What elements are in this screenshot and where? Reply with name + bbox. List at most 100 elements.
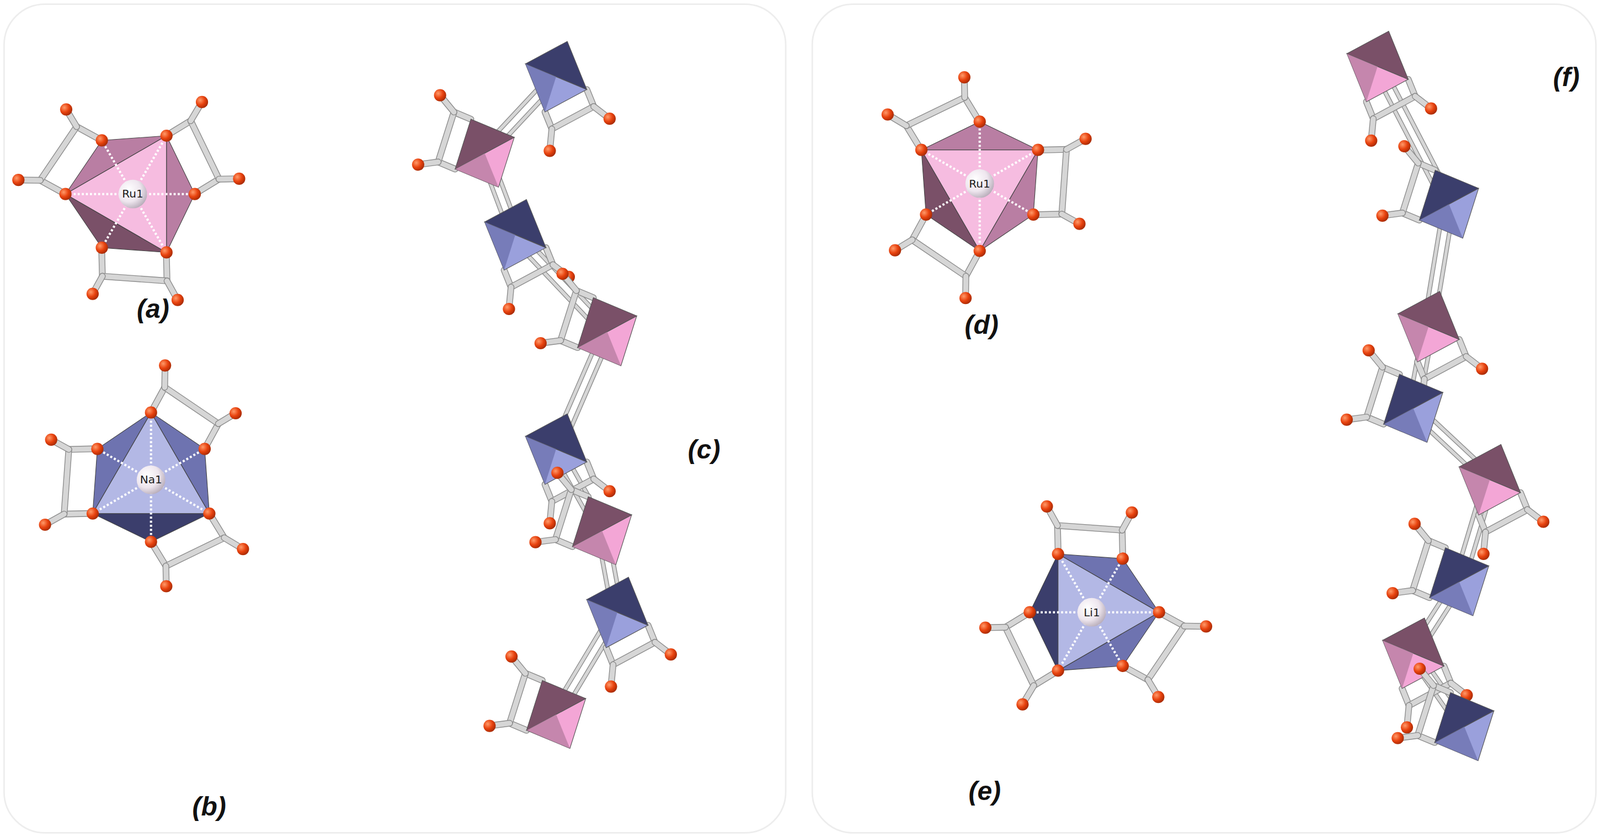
bond <box>166 537 225 567</box>
bond <box>555 489 572 540</box>
oxygen-atom <box>1073 217 1086 231</box>
oxygen-atom <box>1376 209 1389 222</box>
bond <box>190 120 220 180</box>
oxygen-atom <box>1152 690 1165 703</box>
oxygen-atom <box>915 144 928 157</box>
oxygen-atom <box>603 484 616 498</box>
bond <box>1005 627 1034 686</box>
bond <box>1485 509 1528 533</box>
bond <box>438 112 455 162</box>
oxygen-atom <box>979 621 992 634</box>
oxygen-atom <box>95 241 108 254</box>
bond <box>438 112 455 162</box>
oxygen-atom <box>160 129 173 142</box>
oxygen-atom <box>1200 620 1213 633</box>
bond <box>190 120 220 180</box>
polyhedron-face <box>577 331 622 366</box>
bond <box>1424 356 1467 380</box>
bond <box>102 276 168 281</box>
oxygen-atom <box>412 158 425 171</box>
panel-label: (f) <box>1553 61 1580 92</box>
oxygen-atom <box>556 267 569 280</box>
bond <box>1005 627 1034 686</box>
ligand-group <box>12 71 1213 711</box>
oxygen-atom <box>160 579 173 592</box>
oxygen-atom <box>145 535 158 548</box>
bond <box>1412 540 1429 591</box>
oxygen-atom <box>1537 515 1550 528</box>
oxygen-atom <box>232 172 245 185</box>
bond <box>64 449 69 515</box>
oxygen-atom <box>1408 517 1421 530</box>
oxygen-atom <box>551 466 564 479</box>
bond <box>1417 685 1434 736</box>
oxygen-atom <box>160 246 173 259</box>
bond <box>1402 163 1419 213</box>
oxygen-atom <box>534 337 547 350</box>
polyhedron-face <box>525 436 557 485</box>
oxygen-atom <box>603 112 616 125</box>
coordination-polyhedron: Li1 <box>1015 535 1168 689</box>
oxygen-atom <box>12 173 25 186</box>
bond <box>1148 626 1185 680</box>
oxygen-atom <box>236 542 249 556</box>
oxygen-atom <box>198 442 211 455</box>
bond <box>164 387 219 424</box>
oxygen-atom <box>95 134 108 147</box>
oxygen-atom <box>505 650 518 663</box>
bond <box>551 106 594 130</box>
polyhedron-face <box>525 64 557 112</box>
bond <box>1057 525 1123 530</box>
oxygen-atom <box>229 407 242 420</box>
bond <box>612 642 655 665</box>
bond <box>560 290 577 341</box>
oxygen-atom <box>1116 659 1129 672</box>
oxygen-atom <box>1027 208 1040 221</box>
polyhedron-face <box>65 135 167 253</box>
bond <box>1062 149 1067 215</box>
oxygen-atom <box>60 103 73 116</box>
bond <box>1148 626 1185 680</box>
bond <box>102 276 168 281</box>
oxygen-atom <box>1425 102 1438 115</box>
atom-label: Na1 <box>140 472 163 487</box>
polyhedron-face <box>1058 553 1160 671</box>
metal-atom <box>1077 598 1107 627</box>
oxygen-atom <box>1016 697 1029 711</box>
polyhedron-face <box>1383 408 1428 443</box>
polyhedron-face <box>484 221 516 270</box>
oxygen-atom <box>1391 732 1404 745</box>
coordination-polyhedron: Ru1 <box>903 107 1056 260</box>
panel-label: (b) <box>192 791 226 822</box>
bond <box>509 673 526 723</box>
bond <box>1366 366 1383 417</box>
polyhedron-face <box>92 412 210 514</box>
oxygen-atom <box>1024 606 1037 619</box>
bond <box>40 126 77 181</box>
polyhedron-face <box>586 599 618 648</box>
coordination-polyhedron: Ru1 <box>56 117 210 271</box>
oxygen-atom <box>171 294 184 307</box>
oxygen-atom <box>39 518 52 531</box>
polyhedron-face <box>1459 466 1491 515</box>
oxygen-atom <box>86 507 99 520</box>
oxygen-atom <box>59 187 72 200</box>
bond <box>1366 366 1383 417</box>
polyhedron-face <box>455 153 499 188</box>
oxygen-atom <box>1079 132 1092 145</box>
panel-label: (c) <box>688 433 721 464</box>
oxygen-atom <box>1340 413 1353 426</box>
oxygen-atom <box>888 243 901 256</box>
metal-atom <box>136 465 166 494</box>
oxygen-atom <box>483 719 496 732</box>
oxygen-atom <box>86 287 99 300</box>
oxygen-atom <box>1400 721 1413 734</box>
oxygen-atom <box>1475 362 1488 375</box>
polyhedron-face <box>921 150 1038 252</box>
bond <box>40 126 77 181</box>
polyhedron-face <box>526 714 570 749</box>
polyhedron-face <box>1382 640 1414 689</box>
oxygen-atom <box>1040 500 1053 513</box>
